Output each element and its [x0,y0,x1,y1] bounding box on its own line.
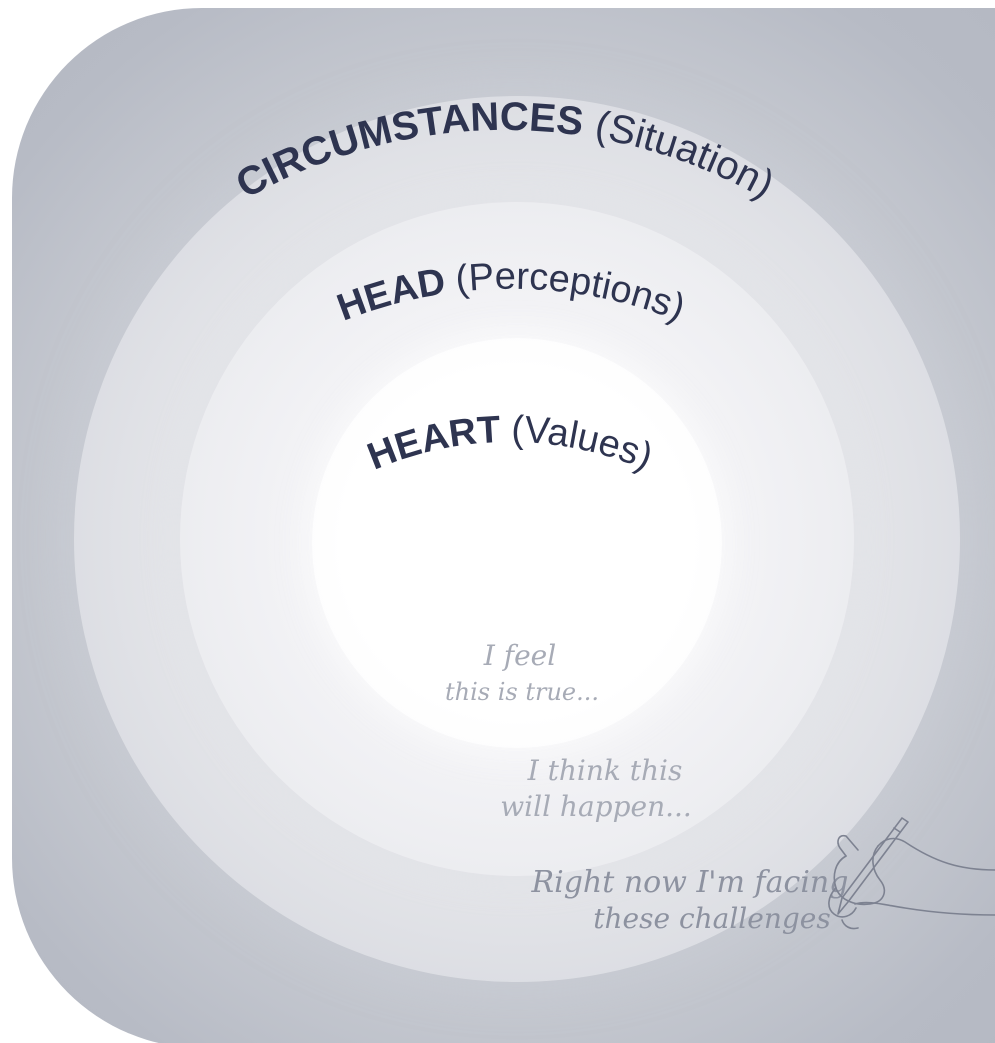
head-note-line2: will happen... [500,790,692,823]
heart-label: HEART(Values) [362,409,659,479]
hand-writing-icon [829,818,995,929]
circumstances-note-line2: these challenges [593,902,830,935]
circumstances-label: CIRCUMSTANCES(Situation) [229,95,781,207]
heart-note-line1: I feel [483,639,556,672]
head-label: HEAD(Perceptions) [332,256,691,330]
circumstances-note-line1: Right now I'm facing [531,865,849,900]
head-note-line1: I think this [527,754,683,787]
heart-note-line2: this is true... [445,678,599,706]
